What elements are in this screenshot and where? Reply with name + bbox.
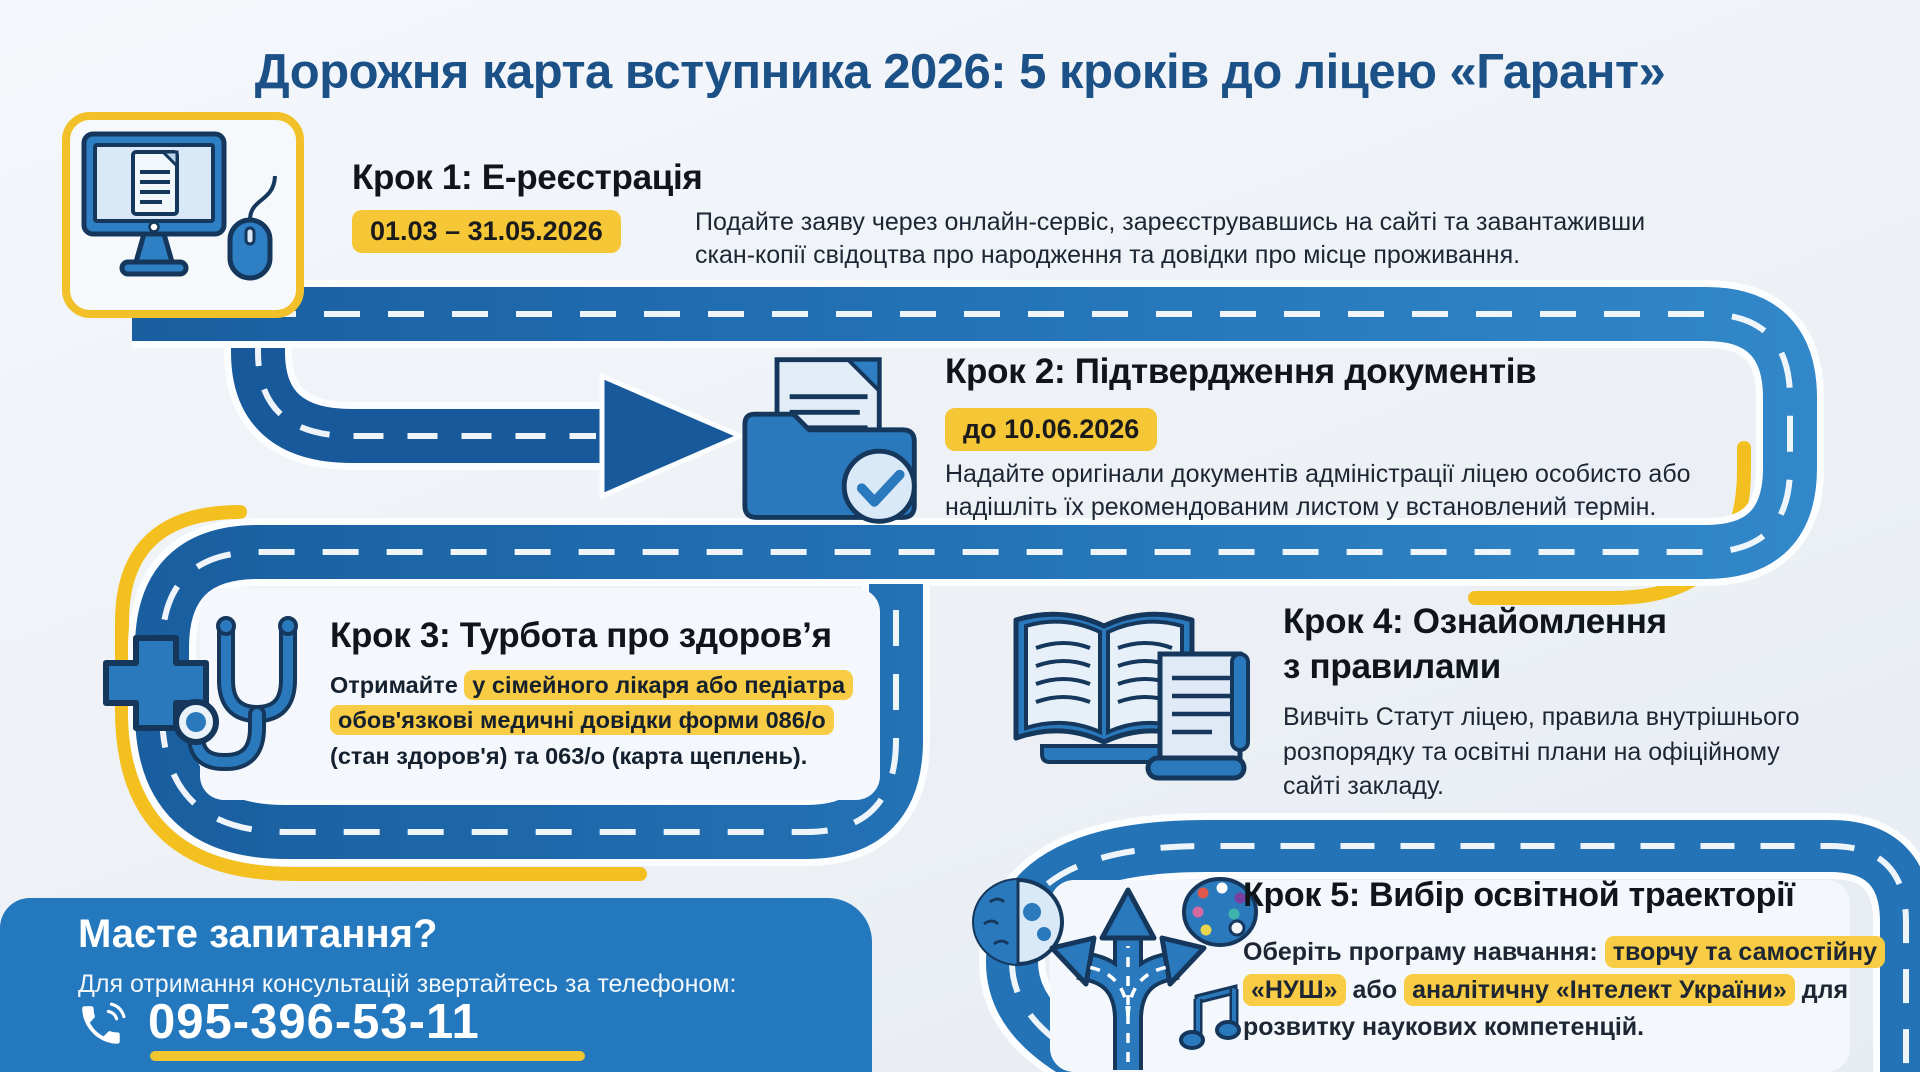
step-2-date-badge: до 10.06.2026 (945, 408, 1158, 451)
step-1-date-badge: 01.03 – 31.05.2026 (352, 210, 621, 253)
brain-icon (972, 878, 1064, 966)
computer-icon (78, 128, 278, 298)
step-5-text-plain: Оберіть програму навчання: (1243, 938, 1605, 966)
step-5-text-plain: для розвитку наукових компетенцій. (1243, 975, 1849, 1042)
medical-cross-stethoscope-icon (98, 610, 318, 805)
step-3-text-highlight: у сімейного лікаря або педіатра (464, 670, 854, 700)
contact-subtext: Для отримання консультацій звертайтесь з… (78, 970, 737, 998)
step-5-text-plain: або (1345, 975, 1405, 1004)
step-5-text-highlight: аналітичну «Інтелект України» (1404, 973, 1795, 1006)
step-5-title: Крок 5: Вибір освітной траекторії (1243, 876, 1795, 914)
step-2-title: Крок 2: Підтвердження документів (945, 352, 1537, 391)
step-4-title: Крок 4: Ознайомлення з правилами (1283, 600, 1667, 690)
step-1-title: Крок 1: Е-реєстрація (352, 158, 703, 197)
phone-icon (76, 1000, 126, 1055)
road-main-path (128, 280, 1824, 866)
road-branch-arrow (224, 302, 747, 500)
step-3-title: Крок 3: Турбота про здоров’я (330, 616, 832, 655)
folder-checkmark-icon (733, 348, 933, 538)
contact-box (0, 898, 872, 1072)
phone-underline (150, 1051, 585, 1061)
palette-icon (1182, 877, 1258, 947)
step-2-description: Надайте оригінали документів адміністрац… (945, 460, 1691, 521)
arrowhead-icon (599, 372, 747, 500)
branching-arrows-icon (1049, 887, 1207, 1070)
step-3-text-plain: (стан здоров'я) та 063/о (карта щеплень)… (330, 742, 808, 769)
step-4-description: Вивчіть Статут ліцею, правила внутрішньо… (1283, 703, 1800, 800)
step-5-description: Оберіть програму навчання: творчу та сам… (1243, 934, 1903, 1047)
phone-number: 095-396-53-11 (148, 995, 480, 1049)
step-3-description: Отримайте у сімейного лікаря або педіатр… (330, 668, 890, 774)
step-3-text-highlight: обов'язкові медичні довідки форми 086/о (330, 705, 834, 736)
music-notes-icon (1179, 984, 1241, 1050)
step-1-description: Подайте заяву через онлайн-сервіс, зареє… (695, 208, 1646, 269)
road-step5-ring (978, 813, 1920, 1072)
contact-heading: Маєте запитання? (78, 912, 438, 956)
book-scroll-icon (1002, 598, 1257, 803)
step-4-title-line2: з правилами (1283, 646, 1501, 686)
brain-arrows-palette-music-icon (960, 862, 1260, 1072)
page-title: Дорожня карта вступника 2026: 5 кроків д… (254, 45, 1666, 99)
step-3-text-plain: Отримайте (330, 672, 465, 698)
step-4-title-line1: Крок 4: Ознайомлення (1283, 602, 1667, 641)
